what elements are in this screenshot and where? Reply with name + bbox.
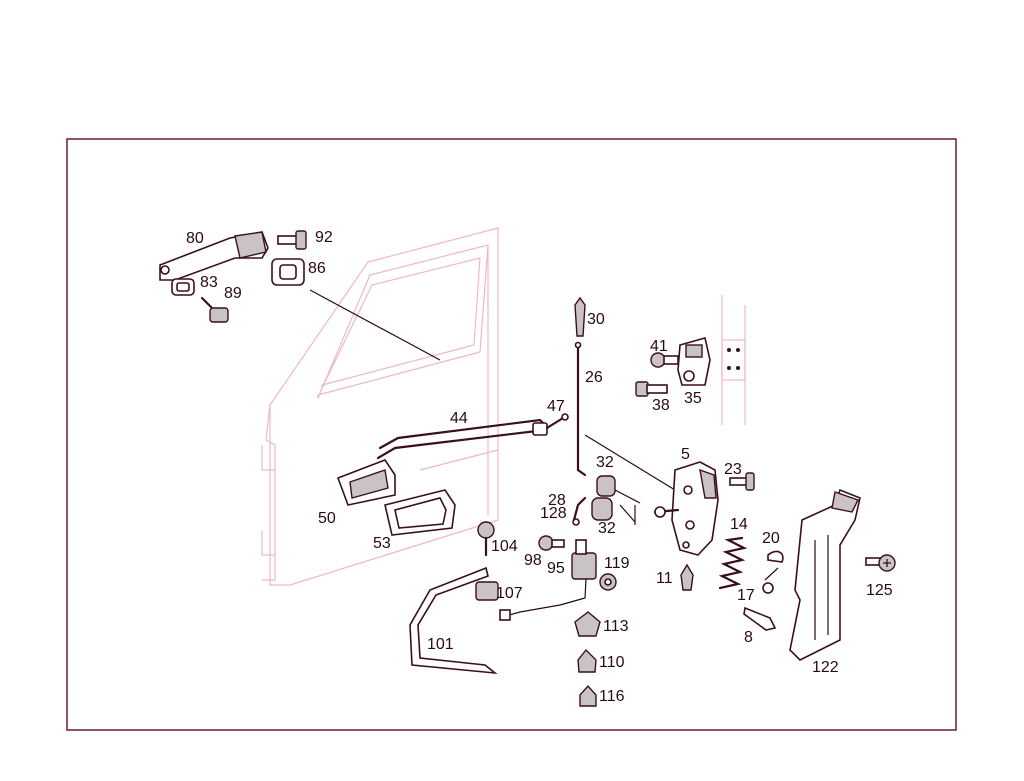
bezel-53 [384,489,456,536]
label-28: 28 [548,492,566,509]
striker-35 [677,337,711,386]
spring-14 [718,536,748,590]
screw-92 [277,230,307,250]
lever-8 [743,606,777,631]
outside-handle-80 [159,231,269,281]
label-5: 5 [681,446,690,463]
label-125: 125 [866,582,893,599]
label-26: 26 [585,369,603,386]
label-14: 14 [730,516,748,533]
label-98: 98 [524,552,542,569]
label-116: 116 [599,688,625,705]
plug-116 [579,684,597,707]
label-113: 113 [603,618,629,635]
grommet-119 [599,573,617,591]
screw-125 [865,554,896,572]
label-80: 80 [186,230,204,247]
bolt-11 [680,563,694,591]
label-32b: 32 [598,520,616,537]
gasket-83 [171,278,195,296]
leader-lines [309,289,779,581]
door-pillar [721,295,746,425]
label-92: 92 [315,229,333,246]
bolt-38 [635,381,668,397]
label-38: 38 [652,397,670,414]
label-89: 89 [224,285,242,302]
part-labels: 80 92 83 86 89 30 41 26 38 35 44 47 5 32… [186,229,893,705]
label-53: 53 [373,535,391,552]
diagram-frame [66,138,957,731]
screw-41 [650,352,679,368]
bolt-89 [200,296,229,323]
label-41: 41 [650,338,668,355]
strap-101 [409,566,498,675]
label-11: 11 [656,570,673,587]
bushing-32-lower [591,497,613,521]
door-lock-5 [653,461,719,556]
bushing-32-upper [596,475,616,497]
inside-handle-50 [336,459,396,506]
clip-47 [532,413,569,436]
cable-plug [499,609,511,621]
screw-104 [477,521,495,557]
label-23: 23 [724,461,742,478]
label-32a: 32 [596,454,614,471]
label-35: 35 [684,390,702,407]
screw-98 [538,535,565,551]
clip-20 [767,550,784,563]
label-17: 17 [737,587,755,604]
door-outline [261,227,499,586]
label-119: 119 [604,555,630,572]
label-83: 83 [200,274,218,291]
label-50: 50 [318,510,336,527]
label-107: 107 [496,585,523,602]
plug-113 [574,611,601,637]
label-101: 101 [427,636,454,653]
label-8: 8 [744,629,753,646]
lock-knob-30 [574,296,586,337]
actuator-95 [571,539,597,580]
label-47: 47 [547,398,565,415]
plug-110 [577,648,597,673]
screw-23 [729,472,755,491]
label-128: 128 [540,505,567,522]
label-86: 86 [308,260,326,277]
label-44: 44 [450,410,468,427]
label-122: 122 [812,659,839,676]
panel-122 [789,488,861,661]
hook-rod-28 [572,496,587,526]
label-104: 104 [491,538,518,555]
cable [505,578,587,617]
label-30: 30 [587,311,605,328]
part-17 [762,582,774,594]
label-110: 110 [599,654,625,671]
clip-107 [475,581,499,601]
gasket-86 [271,258,305,286]
rod-26 [574,341,587,477]
label-20: 20 [762,530,780,547]
label-95: 95 [547,560,565,577]
